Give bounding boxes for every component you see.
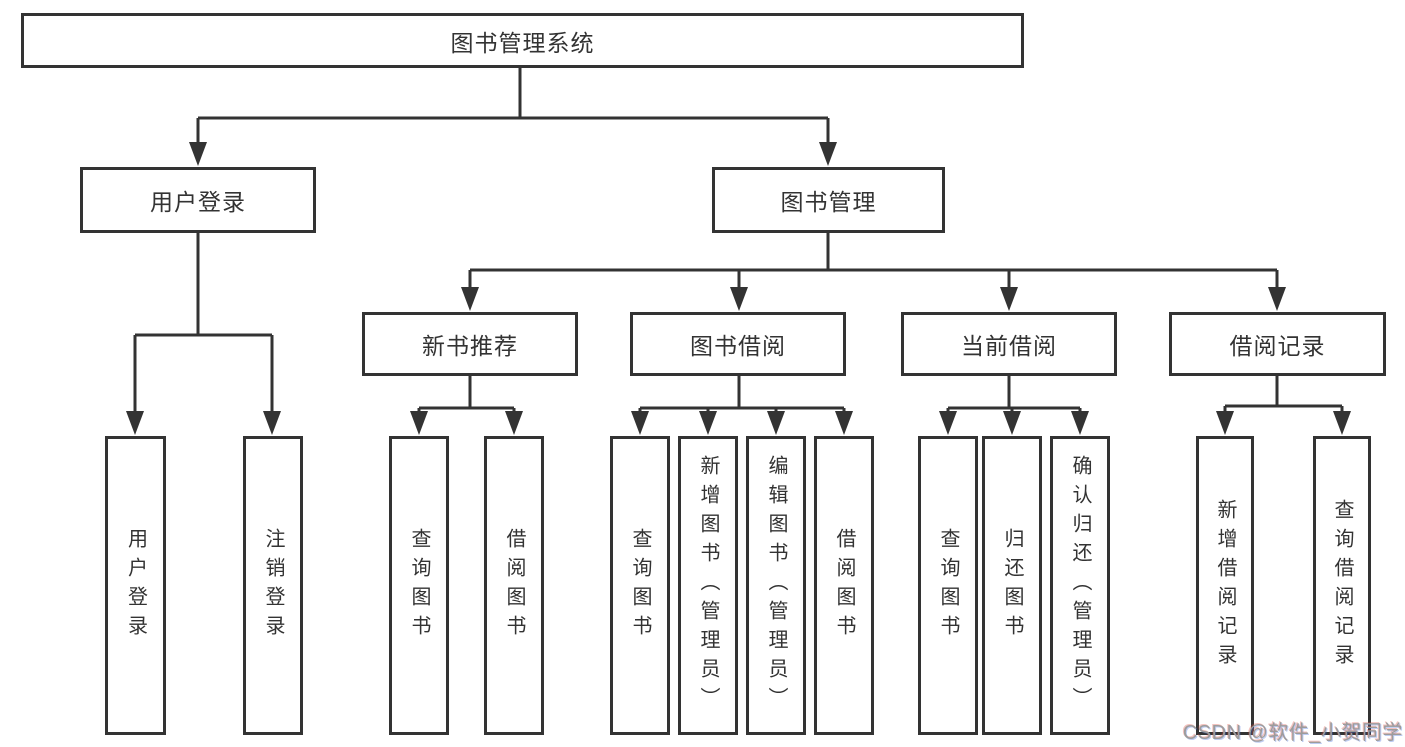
node-borrow-records-label: 借阅记录 xyxy=(1229,333,1326,359)
arrow-down-icon xyxy=(1071,411,1089,435)
arrow-down-icon xyxy=(835,411,853,435)
arrow-down-icon xyxy=(1268,287,1286,311)
leaf-borrow-query-books-label: 查询图书 xyxy=(629,527,651,644)
arrow-down-icon xyxy=(730,287,748,311)
node-new-book-recommend-label: 新书推荐 xyxy=(422,333,518,359)
arrow-down-icon xyxy=(1333,411,1351,435)
leaf-records-query-record-label: 查询借阅记录 xyxy=(1331,498,1353,673)
leaf-borrow-query-books: 查询图书 xyxy=(610,436,670,735)
leaf-user-login-label: 用户登录 xyxy=(124,527,147,644)
arrow-down-icon xyxy=(1003,411,1021,435)
arrow-down-icon xyxy=(631,411,649,435)
leaf-recommend-query-books: 查询图书 xyxy=(389,436,449,735)
node-user-login-group-label: 用户登录 xyxy=(150,189,246,215)
leaf-borrow-edit-books-admin: 编辑图书（管理员） xyxy=(746,436,806,735)
arrow-down-icon xyxy=(767,411,785,435)
arrow-down-icon xyxy=(126,411,144,435)
arrow-down-icon xyxy=(699,411,717,435)
leaf-user-login: 用户登录 xyxy=(105,436,166,735)
connector-login-branch xyxy=(133,232,274,414)
connector-book-mgmt-branch xyxy=(468,233,1279,290)
leaf-borrow-add-books-admin-label: 新增图书（管理员） xyxy=(697,455,719,716)
arrow-down-icon xyxy=(461,287,479,311)
csdn-watermark: CSDN @软件_小贺同学 xyxy=(1182,722,1403,744)
arrow-down-icon xyxy=(410,411,428,435)
leaf-logout: 注销登录 xyxy=(243,436,303,735)
leaf-current-query-books-label: 查询图书 xyxy=(937,527,959,644)
node-user-login-group: 用户登录 xyxy=(80,167,316,233)
leaf-current-query-books: 查询图书 xyxy=(918,436,978,735)
leaf-recommend-borrow-books-label: 借阅图书 xyxy=(503,527,525,644)
leaf-borrow-add-books-admin: 新增图书（管理员） xyxy=(678,436,738,735)
leaf-logout-label: 注销登录 xyxy=(262,527,284,644)
connector-borrow-records-branch xyxy=(1223,376,1344,414)
arrow-down-icon xyxy=(1216,411,1234,435)
leaf-current-confirm-return-admin-label: 确认归还（管理员） xyxy=(1069,455,1091,716)
leaf-borrow-edit-books-admin-label: 编辑图书（管理员） xyxy=(765,455,787,716)
node-root-label: 图书管理系统 xyxy=(450,29,595,56)
leaf-current-return-books: 归还图书 xyxy=(982,436,1042,735)
node-new-book-recommend: 新书推荐 xyxy=(362,312,578,376)
node-current-borrowing-label: 当前借阅 xyxy=(961,333,1057,359)
leaf-records-query-record: 查询借阅记录 xyxy=(1313,436,1371,735)
connector-new-book-branch xyxy=(417,376,516,414)
leaf-current-return-books-label: 归还图书 xyxy=(1001,527,1023,644)
node-book-borrowing-label: 图书借阅 xyxy=(690,333,786,359)
leaf-recommend-query-books-label: 查询图书 xyxy=(408,527,430,644)
leaf-borrow-borrow-books-label: 借阅图书 xyxy=(833,527,855,644)
arrow-down-icon xyxy=(505,411,523,435)
node-book-management: 图书管理 xyxy=(712,167,945,233)
node-book-borrowing: 图书借阅 xyxy=(630,312,846,376)
node-root: 图书管理系统 xyxy=(21,13,1024,68)
connector-current-borrow-branch xyxy=(946,376,1082,414)
leaf-borrow-borrow-books: 借阅图书 xyxy=(814,436,874,735)
leaf-recommend-borrow-books: 借阅图书 xyxy=(484,436,544,735)
arrow-down-icon xyxy=(939,411,957,435)
node-book-management-label: 图书管理 xyxy=(780,189,877,215)
connector-root-branch xyxy=(196,68,830,146)
leaf-current-confirm-return-admin: 确认归还（管理员） xyxy=(1050,436,1110,735)
arrow-down-icon xyxy=(1000,287,1018,311)
arrow-down-icon xyxy=(263,411,281,435)
leaf-records-add-record: 新增借阅记录 xyxy=(1196,436,1254,735)
node-current-borrowing: 当前借阅 xyxy=(901,312,1117,376)
arrow-down-icon xyxy=(819,142,837,166)
connector-book-borrow-branch xyxy=(638,376,846,414)
arrow-down-icon xyxy=(189,142,207,166)
node-borrow-records: 借阅记录 xyxy=(1169,312,1386,376)
leaf-records-add-record-label: 新增借阅记录 xyxy=(1214,498,1236,673)
